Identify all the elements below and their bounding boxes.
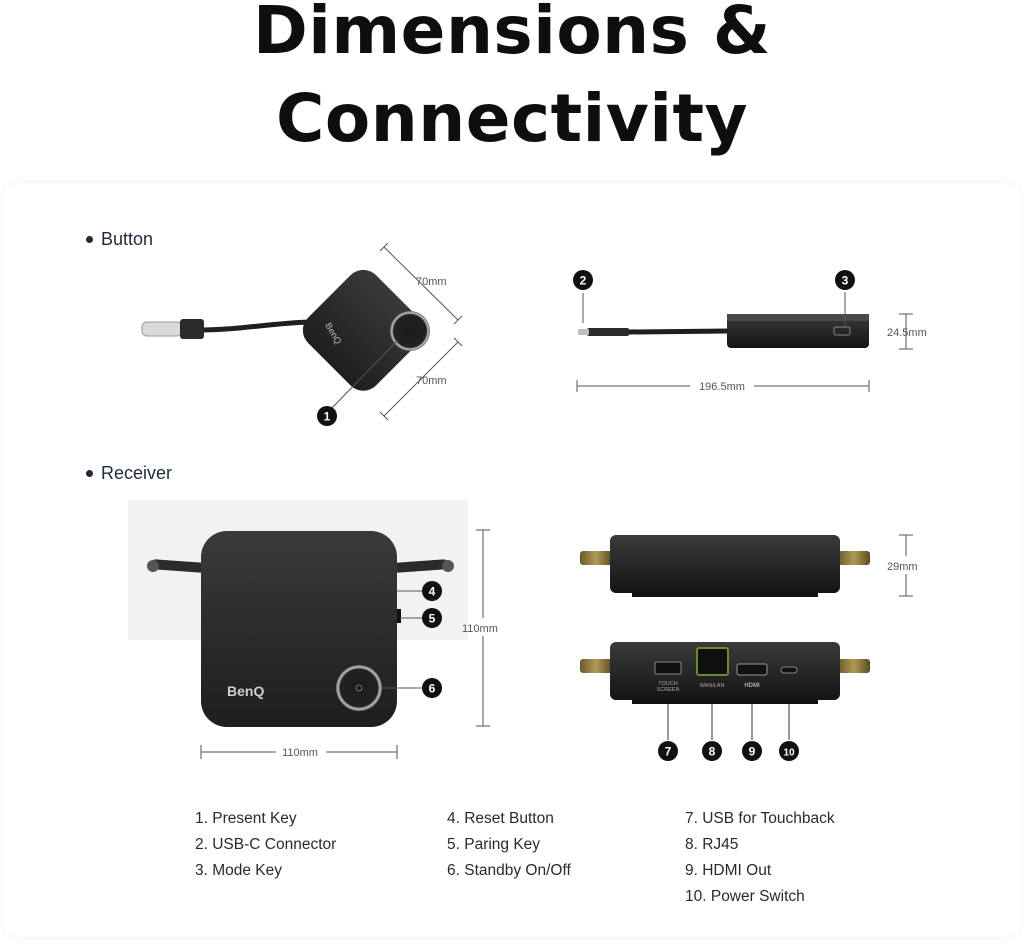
legend-column-3: 7. USB for Touchback 8. RJ45 9. HDMI Out… xyxy=(685,806,835,910)
legend-item: 8. RJ45 xyxy=(685,836,739,853)
receiver-back-view: 29mm xyxy=(580,534,918,597)
receiver-back-foot xyxy=(632,593,818,597)
callout-4 xyxy=(422,581,442,601)
antenna-connector-right xyxy=(838,551,870,565)
receiver-side-height: 29mm xyxy=(887,561,918,573)
power-switch-icon xyxy=(780,666,798,674)
callout-7-label: 7 xyxy=(665,745,672,759)
callout-7 xyxy=(658,741,678,761)
usb-c-tip xyxy=(578,329,589,335)
button-puck xyxy=(302,269,424,391)
callout-1 xyxy=(317,406,337,426)
section-button-heading: Button xyxy=(86,229,153,250)
receiver-back-body xyxy=(610,535,840,593)
callout-8 xyxy=(702,741,722,761)
callout-5 xyxy=(422,608,442,628)
callout-9-label: 9 xyxy=(749,745,756,759)
receiver-top-view: BenQ 110mm 110mm 4 5 6 xyxy=(128,500,498,759)
lan-label: WAN/LAN xyxy=(700,683,725,689)
port-callouts: 7 8 9 10 xyxy=(658,741,799,761)
legend-item: 10. Power Switch xyxy=(685,888,805,905)
legend-item: 3. Mode Key xyxy=(195,862,283,879)
receiver-port-view: TOUCH SCREEN WAN/LAN HDMI xyxy=(580,642,870,740)
callout-1-label: 1 xyxy=(324,410,331,424)
antenna-connector-left-2 xyxy=(580,659,612,673)
page-title-line-1: Dimensions & xyxy=(253,0,771,69)
usb-cable xyxy=(199,319,313,333)
pair-key-slot xyxy=(397,609,401,623)
antenna-left xyxy=(151,559,205,573)
hdmi-label: HDMI xyxy=(744,683,760,689)
usb-c-plug-side xyxy=(587,328,629,336)
button-side-view: 196.5mm 24.5mm 2 3 xyxy=(573,270,927,393)
legend-item: 7. USB for Touchback xyxy=(685,810,835,827)
button-dim-a: 70mm xyxy=(416,276,447,288)
antenna-connector-left xyxy=(580,551,612,565)
callout-6 xyxy=(422,678,442,698)
legend-item: 6. Standby On/Off xyxy=(447,862,571,879)
receiver-brand-text: BenQ xyxy=(227,683,264,699)
button-dimension-lines xyxy=(329,242,463,421)
button-dim-b: 70mm xyxy=(416,375,447,387)
callout-2-label: 2 xyxy=(580,274,587,288)
touch-label-2: SCREEN xyxy=(657,687,680,693)
callout-10-label: 10 xyxy=(783,748,795,759)
button-side-top xyxy=(727,314,869,321)
antenna-connector-right-2 xyxy=(838,659,870,673)
hdmi-port-icon xyxy=(736,663,768,676)
callout-6-label: 6 xyxy=(429,682,436,696)
bullet-icon xyxy=(86,236,93,243)
section-receiver-heading: Receiver xyxy=(86,463,172,484)
button-side-body xyxy=(727,314,869,348)
present-key-icon xyxy=(390,311,430,351)
callout-4-label: 4 xyxy=(429,585,436,599)
button-height: 24.5mm xyxy=(887,327,927,339)
button-length: 196.5mm xyxy=(699,381,745,393)
receiver-width: 110mm xyxy=(282,747,318,759)
legend-item: 1. Present Key xyxy=(195,810,297,827)
callout-5-label: 5 xyxy=(429,612,436,626)
antenna-right xyxy=(394,559,448,573)
rj45-port-icon xyxy=(696,647,729,676)
standby-key-icon xyxy=(336,665,382,711)
section-receiver-label: Receiver xyxy=(101,463,173,483)
callout-2 xyxy=(573,270,593,290)
legend-column-1: 1. Present Key 2. USB-C Connector 3. Mod… xyxy=(195,806,336,884)
legend-item: 4. Reset Button xyxy=(447,810,554,827)
button-top-view: BenQ 70mm 70mm 1 xyxy=(141,242,463,426)
callout-9 xyxy=(742,741,762,761)
usb-cable-side xyxy=(628,328,729,335)
antenna-left-tip xyxy=(147,560,159,572)
usb-port-icon xyxy=(654,661,682,675)
page-title-line-2: Connectivity xyxy=(275,80,749,157)
standby-dot xyxy=(355,684,363,692)
callout-10 xyxy=(779,741,799,761)
section-button-label: Button xyxy=(101,229,154,249)
legend-item: 9. HDMI Out xyxy=(685,862,772,879)
usb-c-plug-housing xyxy=(180,319,204,339)
receiver-port-foot xyxy=(632,700,818,704)
port-callout-lines xyxy=(667,704,790,740)
receiver-height: 110mm xyxy=(462,623,498,635)
callout-8-label: 8 xyxy=(709,745,716,759)
usb-c-plug xyxy=(141,321,183,337)
bullet-icon xyxy=(86,470,93,477)
legend-item: 2. USB-C Connector xyxy=(195,836,337,853)
touch-label-1: TOUCH xyxy=(658,681,677,687)
callout-3-label: 3 xyxy=(842,274,849,288)
mode-key-icon xyxy=(833,326,851,336)
callout-3 xyxy=(835,270,855,290)
legend-column-2: 4. Reset Button 5. Paring Key 6. Standby… xyxy=(447,806,571,884)
legend-item: 5. Paring Key xyxy=(447,836,541,853)
antenna-right-tip xyxy=(442,560,454,572)
